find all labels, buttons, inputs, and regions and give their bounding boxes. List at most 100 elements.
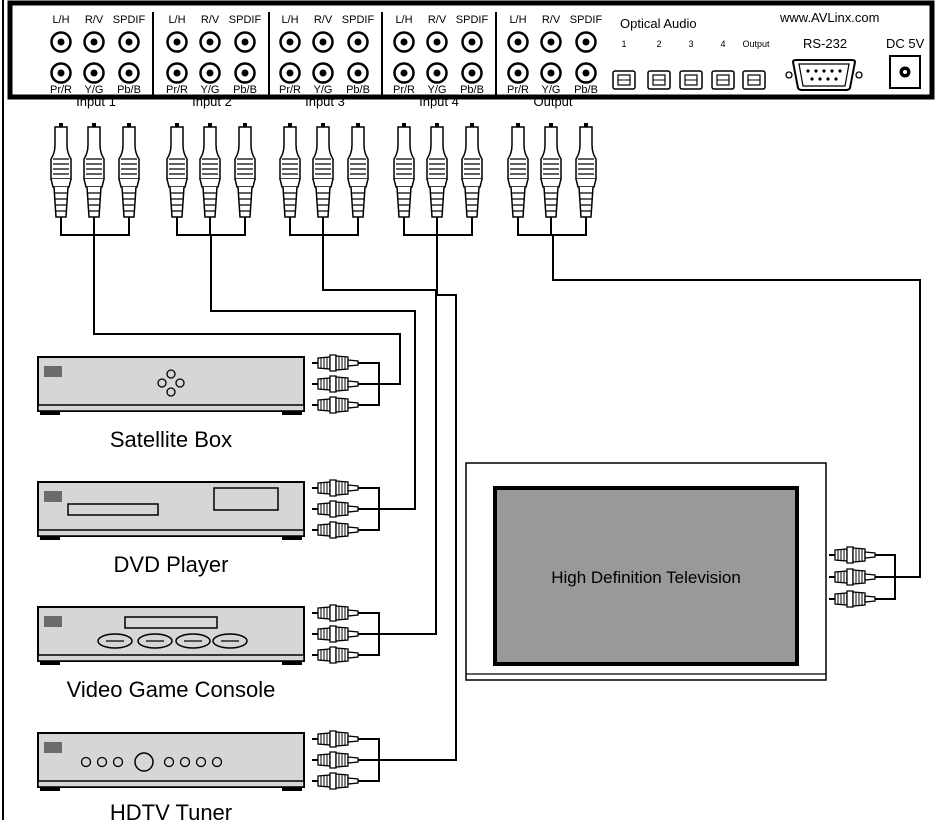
- rca-plug: [575, 122, 597, 230]
- rca-jack[interactable]: [507, 31, 529, 53]
- rca-jack[interactable]: [83, 31, 105, 53]
- optical-port-label: 2: [656, 39, 661, 49]
- rca-jack[interactable]: [347, 62, 369, 84]
- rca-jack[interactable]: [166, 62, 188, 84]
- disc-slot: [124, 616, 218, 629]
- rca-jack[interactable]: [50, 31, 72, 53]
- device-label: HDTV Tuner: [110, 800, 232, 820]
- optical-port-label: Output: [742, 39, 770, 49]
- rca-plug: [426, 122, 448, 230]
- jack-bottom-label: Pr/R: [507, 84, 529, 96]
- dc-power-port[interactable]: [889, 55, 921, 89]
- rs232-port[interactable]: [785, 59, 863, 91]
- device-tuner[interactable]: [37, 730, 380, 791]
- controller-port: [137, 633, 173, 649]
- rca-jack[interactable]: [199, 31, 221, 53]
- nav-button: [175, 378, 185, 388]
- optical-port[interactable]: [647, 70, 671, 90]
- group-label: Output: [533, 94, 572, 109]
- rca-jack[interactable]: [199, 62, 221, 84]
- cable-input-3: [322, 235, 437, 635]
- device-body: [37, 732, 305, 788]
- device-console[interactable]: [37, 604, 380, 665]
- rca-jack[interactable]: [234, 62, 256, 84]
- power-led: [44, 491, 62, 502]
- device-base-strip: [37, 780, 305, 788]
- dc-label: DC 5V: [886, 36, 925, 51]
- rca-jack[interactable]: [312, 31, 334, 53]
- rca-jack[interactable]: [393, 62, 415, 84]
- tuner-button: [195, 756, 207, 768]
- rca-plug: [461, 122, 483, 230]
- rca-plug: [540, 122, 562, 230]
- device-body: [37, 606, 305, 662]
- cable-input-4: [379, 235, 457, 761]
- tuner-button: [96, 756, 108, 768]
- optical-port-label: 3: [688, 39, 693, 49]
- device-base-strip: [37, 654, 305, 662]
- rca-jack[interactable]: [461, 62, 483, 84]
- nav-button: [166, 387, 176, 397]
- tuner-button: [163, 756, 175, 768]
- controller-port: [212, 633, 248, 649]
- optical-port[interactable]: [612, 70, 636, 90]
- jack-bottom-label: Y/G: [428, 84, 447, 96]
- jack-top-label: L/H: [168, 14, 185, 26]
- device-dvd[interactable]: [37, 479, 380, 540]
- rca-jack[interactable]: [426, 31, 448, 53]
- optical-port[interactable]: [742, 70, 766, 90]
- rca-jack[interactable]: [50, 62, 72, 84]
- rca-jack[interactable]: [540, 31, 562, 53]
- rca-plug: [393, 122, 415, 230]
- jack-top-label: R/V: [201, 14, 220, 26]
- group-label: Input 1: [76, 94, 116, 109]
- jack-bottom-label: Y/G: [85, 84, 104, 96]
- rca-plug: [828, 546, 876, 564]
- rca-jack[interactable]: [118, 62, 140, 84]
- optical-port[interactable]: [711, 70, 735, 90]
- rca-jack[interactable]: [347, 31, 369, 53]
- rca-jack[interactable]: [461, 31, 483, 53]
- device-label: DVD Player: [114, 552, 229, 577]
- rca-jack[interactable]: [234, 31, 256, 53]
- rca-jack[interactable]: [393, 31, 415, 53]
- rca-jack[interactable]: [575, 31, 597, 53]
- power-led: [44, 366, 62, 377]
- rca-jack[interactable]: [426, 62, 448, 84]
- jack-bottom-label: Pb/B: [460, 84, 484, 96]
- rca-jack[interactable]: [83, 62, 105, 84]
- hdtv[interactable]: High Definition Television: [465, 462, 827, 681]
- rca-jack[interactable]: [279, 62, 301, 84]
- website-label: www.AVLinx.com: [779, 10, 879, 25]
- rca-jack[interactable]: [166, 31, 188, 53]
- device-satellite[interactable]: [37, 354, 380, 415]
- jack-top-label: L/H: [509, 14, 526, 26]
- tv-label: High Definition Television: [551, 568, 741, 587]
- jack-bottom-label: Pr/R: [166, 84, 188, 96]
- power-led: [44, 742, 62, 753]
- nav-button: [166, 369, 176, 379]
- rca-jack[interactable]: [507, 62, 529, 84]
- rca-jack[interactable]: [540, 62, 562, 84]
- cable-input-2: [210, 235, 416, 510]
- optical-port[interactable]: [679, 70, 703, 90]
- jack-bottom-label: Pr/R: [279, 84, 301, 96]
- rca-jack[interactable]: [575, 62, 597, 84]
- rca-plug: [311, 354, 359, 372]
- device-label: Satellite Box: [110, 427, 232, 452]
- cable-input-1: [93, 235, 401, 385]
- rca-plug: [311, 479, 359, 497]
- rca-jack[interactable]: [118, 31, 140, 53]
- jack-bottom-label: Pb/B: [233, 84, 257, 96]
- rca-plug: [118, 122, 140, 230]
- device-base-strip: [37, 529, 305, 537]
- rca-jack[interactable]: [312, 62, 334, 84]
- jack-top-label: L/H: [395, 14, 412, 26]
- rca-jack[interactable]: [279, 31, 301, 53]
